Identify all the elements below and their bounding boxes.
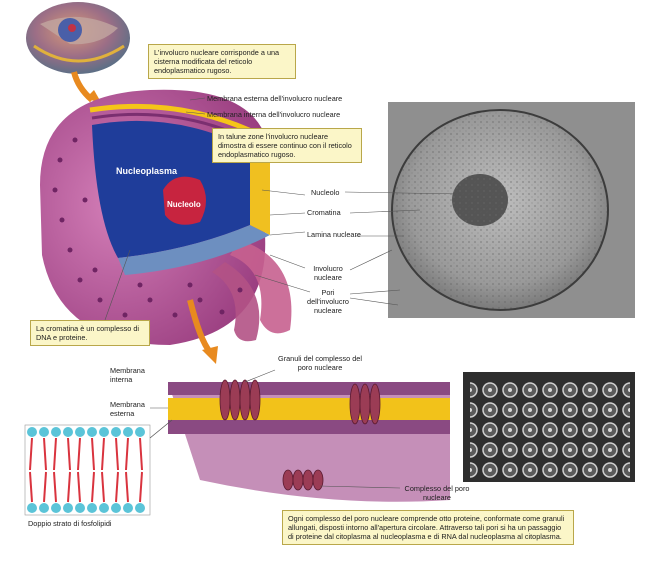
callout-chromatin: La cromatina è un complesso di DNA e pro… xyxy=(30,320,150,346)
label-lamina: Lamina nucleare xyxy=(307,230,361,239)
pore-micrograph xyxy=(463,372,635,482)
callout-pore-complex: Ogni complesso del poro nucleare compren… xyxy=(282,510,574,545)
label-pores: Pori dell'involucro nucleare xyxy=(302,288,354,315)
label-inner-membrane-short: Membrana interna xyxy=(110,366,150,384)
label-nucleolus-inside: Nucleolo xyxy=(167,200,201,209)
callout-continuity: In talune zone l'involucro nucleare dimo… xyxy=(212,128,362,163)
label-nucleolus: Nucleolo xyxy=(311,188,339,197)
label-outer-membrane: Membrana esterna dell'involucro nucleare xyxy=(207,94,342,103)
label-outer-membrane-short: Membrana esterna xyxy=(110,400,150,418)
label-bilayer: Doppio strato di fosfolipidi xyxy=(28,519,112,528)
label-nucleoplasm: Nucleoplasma xyxy=(116,166,177,176)
cell-thumbnail xyxy=(26,2,130,74)
label-chromatin: Cromatina xyxy=(307,208,341,217)
label-pore-complex: Complesso del poro nucleare xyxy=(402,484,472,502)
label-envelope: Involucro nucleare xyxy=(306,264,350,282)
phospholipid-bilayer xyxy=(25,425,150,515)
label-inner-membrane: Membrana interna dell'involucro nucleare xyxy=(207,110,340,119)
callout-envelope: L'involucro nucleare corrisponde a una c… xyxy=(148,44,296,79)
nucleus-micrograph xyxy=(388,102,635,318)
label-pore-granules: Granuli del complesso del poro nucleare xyxy=(272,354,368,372)
